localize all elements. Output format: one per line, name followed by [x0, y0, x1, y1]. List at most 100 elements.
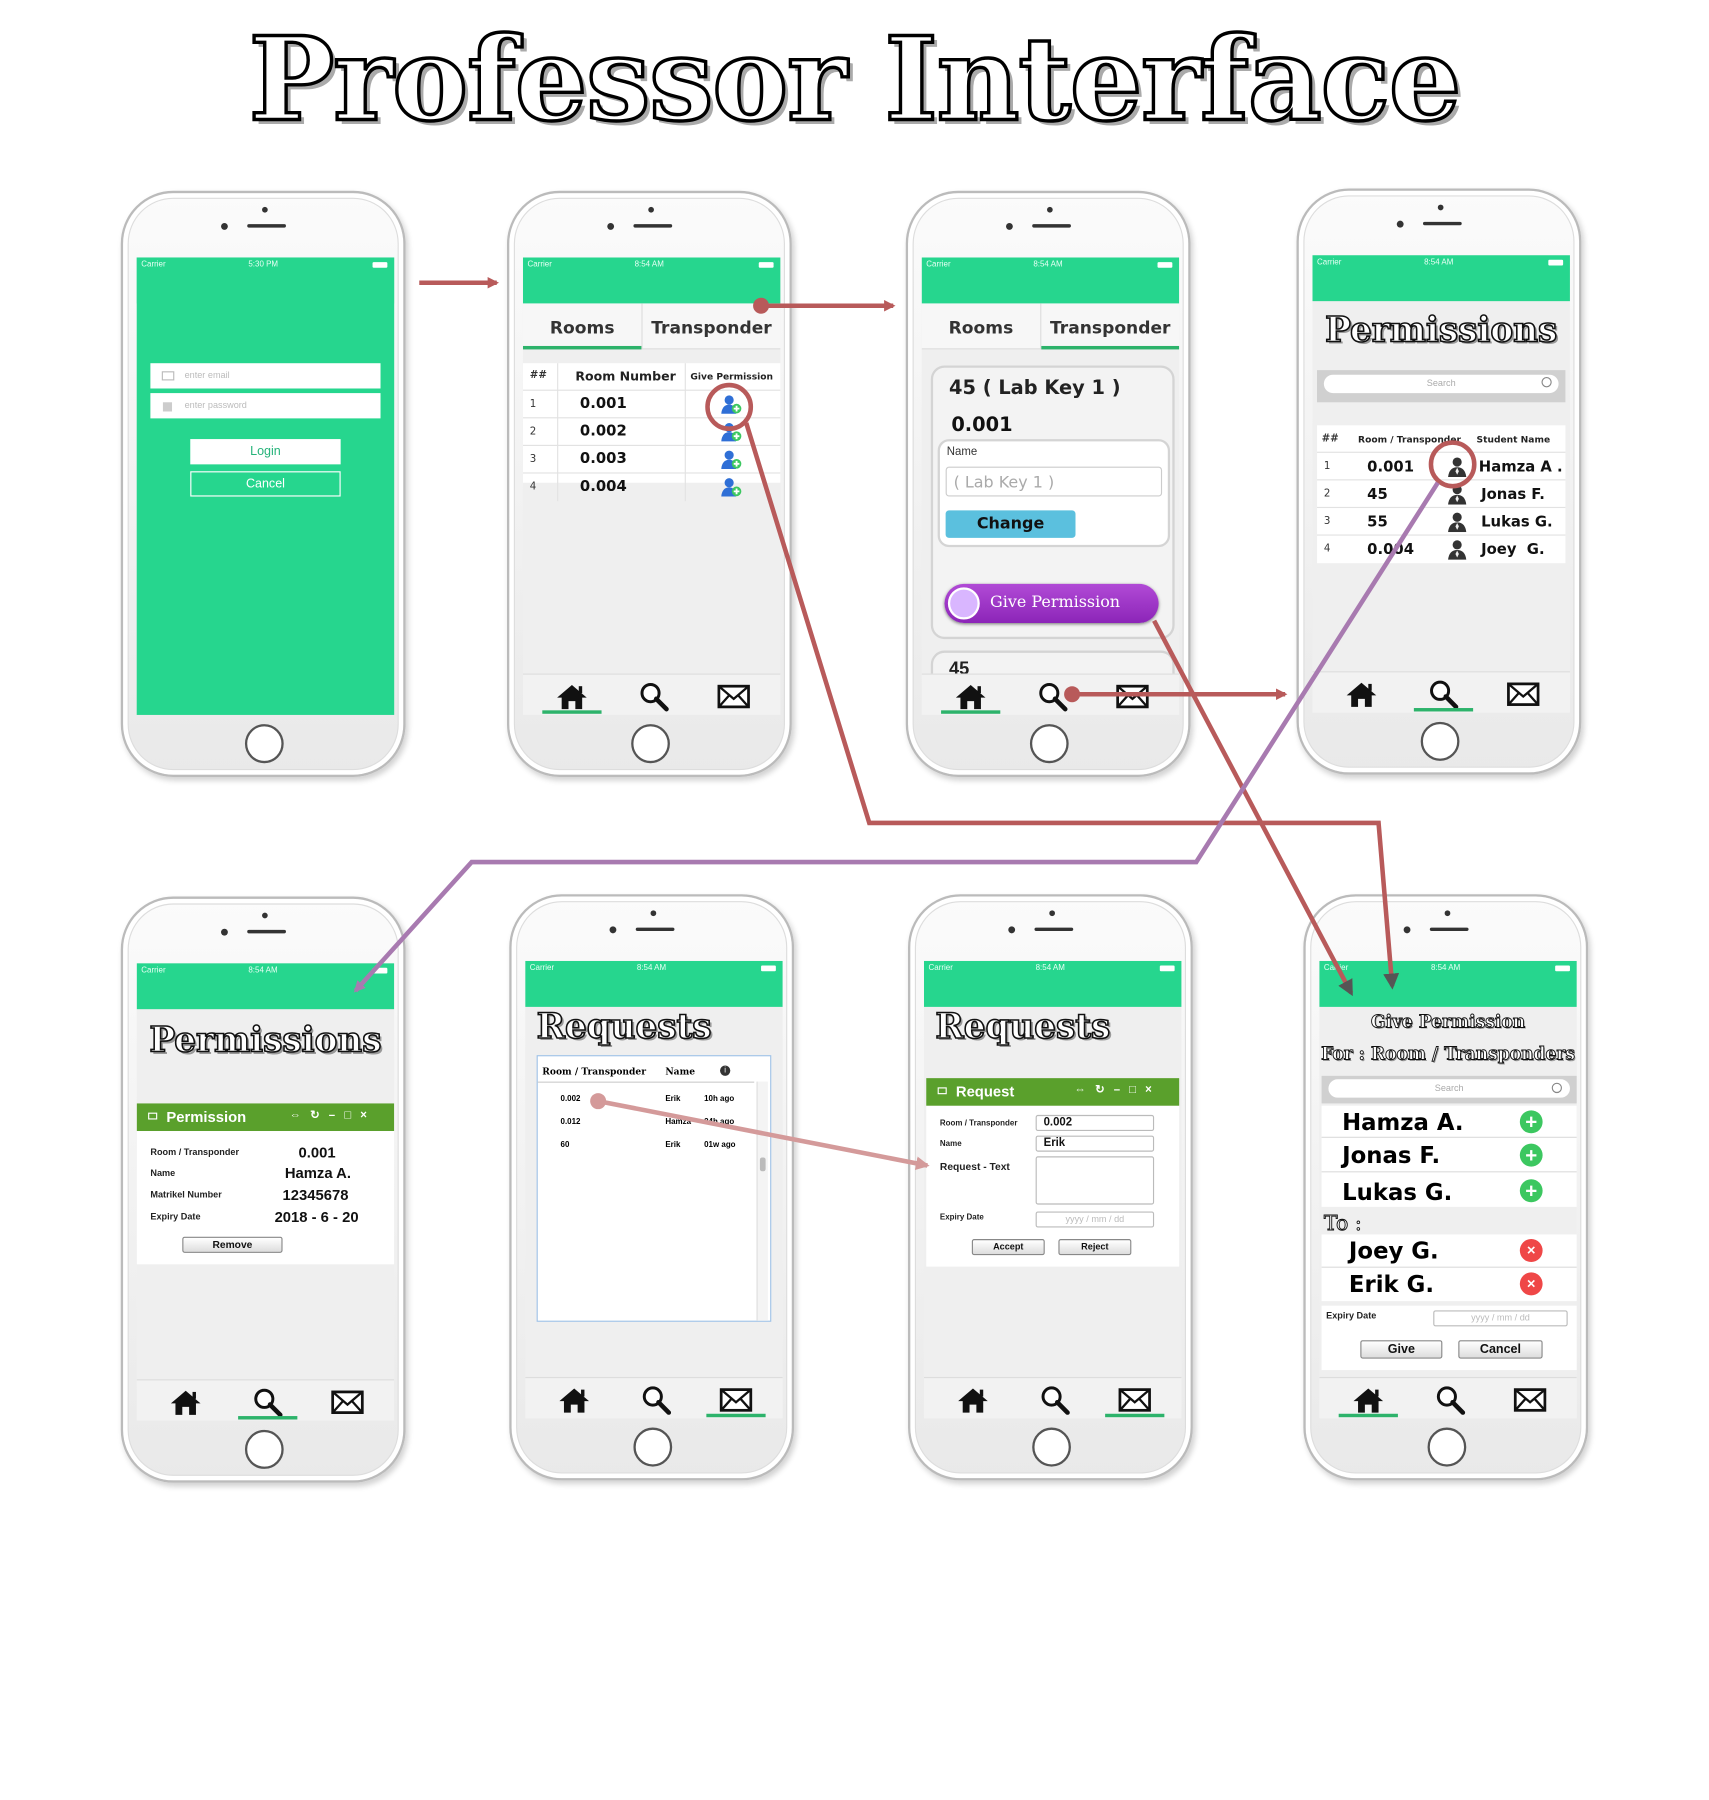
mail-icon[interactable] [1513, 1385, 1547, 1415]
cancel-button[interactable]: Cancel [190, 471, 341, 497]
search-icon[interactable] [637, 682, 671, 712]
mail-icon[interactable] [1115, 682, 1149, 712]
list-item[interactable]: Lukas G.+ [1322, 1172, 1577, 1206]
tab-rooms[interactable]: Rooms [948, 317, 1014, 338]
home-icon[interactable] [1351, 1385, 1385, 1415]
hardware-home-button[interactable] [244, 1429, 284, 1469]
list-item[interactable]: Joey G.× [1321, 1234, 1577, 1268]
permission-window: Permission⇔↻–□× Room / Transponder 0.001… [136, 1103, 395, 1265]
home-icon[interactable] [557, 1385, 591, 1415]
row-number: 1 [1323, 460, 1331, 473]
student-icon[interactable] [1447, 456, 1468, 478]
mail-icon[interactable] [717, 682, 751, 712]
hardware-home-button[interactable] [631, 724, 670, 764]
hardware-home-button[interactable] [633, 1427, 673, 1467]
search-icon[interactable] [1426, 679, 1460, 710]
name-label: Name [946, 445, 978, 459]
info-icon[interactable]: i [720, 1065, 731, 1076]
room-field[interactable]: 0.002 [1035, 1114, 1155, 1132]
scrollbar[interactable] [756, 1081, 768, 1321]
hardware-home-button[interactable] [1029, 724, 1069, 764]
search-input[interactable]: Search [1328, 1079, 1570, 1098]
row-number: 2 [529, 426, 537, 438]
remove-icon[interactable]: × [1519, 1239, 1543, 1263]
name-field[interactable]: Erik [1035, 1135, 1155, 1152]
expiry-panel: Expiry Date yyyy / mm / dd Give Cancel [1321, 1305, 1577, 1371]
email-field[interactable]: enter email [150, 363, 381, 389]
remove-icon[interactable]: × [1519, 1272, 1543, 1296]
add-user-icon[interactable] [721, 394, 742, 415]
scrollbar-thumb[interactable] [759, 1157, 766, 1172]
add-icon[interactable]: + [1519, 1110, 1543, 1134]
add-icon[interactable]: + [1519, 1179, 1543, 1203]
give-permission-button[interactable]: Give Permission [944, 583, 1159, 623]
request-room: 0.012 [560, 1118, 581, 1127]
home-icon[interactable] [1344, 679, 1378, 709]
expiry-label: Expiry Date [939, 1213, 984, 1222]
name-input[interactable]: ( Lab Key 1 ) [945, 466, 1163, 497]
list-item[interactable]: Erik G.× [1322, 1268, 1577, 1301]
screen-title: Requests [536, 1006, 713, 1048]
student-icon[interactable] [1447, 511, 1468, 533]
mail-icon[interactable] [1118, 1385, 1152, 1415]
home-icon[interactable] [954, 682, 988, 712]
home-icon[interactable] [956, 1385, 990, 1415]
search-input[interactable]: Search [1323, 374, 1559, 394]
password-field[interactable]: enter password [150, 393, 381, 419]
remove-button[interactable]: Remove [182, 1236, 283, 1253]
hardware-home-button[interactable] [1420, 721, 1460, 761]
expiry-date-field[interactable]: yyyy / mm / dd [1433, 1310, 1568, 1327]
reject-button[interactable]: Reject [1058, 1239, 1132, 1256]
tab-transponder[interactable]: Transponder [1050, 317, 1171, 338]
student-icon[interactable] [1447, 539, 1468, 560]
student-icon[interactable] [1447, 484, 1468, 505]
search-icon[interactable] [1036, 682, 1070, 712]
request-text-area[interactable] [1035, 1156, 1155, 1205]
col-header-give-permission: Give Permission [690, 371, 774, 382]
mail-icon[interactable] [1506, 679, 1540, 709]
search-icon[interactable] [639, 1385, 673, 1415]
mail-icon[interactable] [719, 1385, 753, 1415]
login-button[interactable]: Login [190, 439, 341, 465]
give-button[interactable]: Give [1360, 1340, 1443, 1359]
tab-rooms[interactable]: Rooms [549, 317, 615, 338]
add-user-icon[interactable] [721, 422, 742, 443]
search-icon[interactable] [1038, 1385, 1072, 1415]
add-user-icon[interactable] [721, 449, 742, 470]
mail-icon[interactable] [330, 1387, 364, 1417]
list-item[interactable]: Hamza A.+ [1321, 1106, 1577, 1138]
search-icon[interactable] [251, 1387, 285, 1418]
hardware-home-button[interactable] [1032, 1427, 1071, 1467]
cancel-button[interactable]: Cancel [1458, 1340, 1543, 1359]
hardware-home-button[interactable] [1427, 1427, 1467, 1467]
row-number: 3 [529, 454, 537, 466]
home-icon[interactable] [555, 682, 589, 712]
home-icon[interactable] [169, 1387, 203, 1417]
change-button[interactable]: Change [945, 510, 1076, 538]
carrier-label: Carrier [141, 966, 166, 975]
student-name: Hamza A . [1478, 458, 1563, 476]
expiry-date-field[interactable]: yyyy / mm / dd [1035, 1211, 1155, 1228]
search-icon[interactable] [1433, 1385, 1467, 1415]
window-controls[interactable]: ⇔↻–□× [289, 1109, 376, 1122]
hardware-home-button[interactable] [244, 724, 284, 764]
accept-button[interactable]: Accept [971, 1239, 1045, 1256]
add-icon[interactable]: + [1519, 1143, 1543, 1167]
tab-transponder[interactable]: Transponder [651, 317, 772, 338]
window-controls[interactable]: ⇔↻–□× [1074, 1083, 1161, 1097]
list-item[interactable]: Jonas F.+ [1321, 1138, 1577, 1173]
battery-icon [758, 262, 774, 268]
add-user-icon[interactable] [721, 477, 742, 498]
